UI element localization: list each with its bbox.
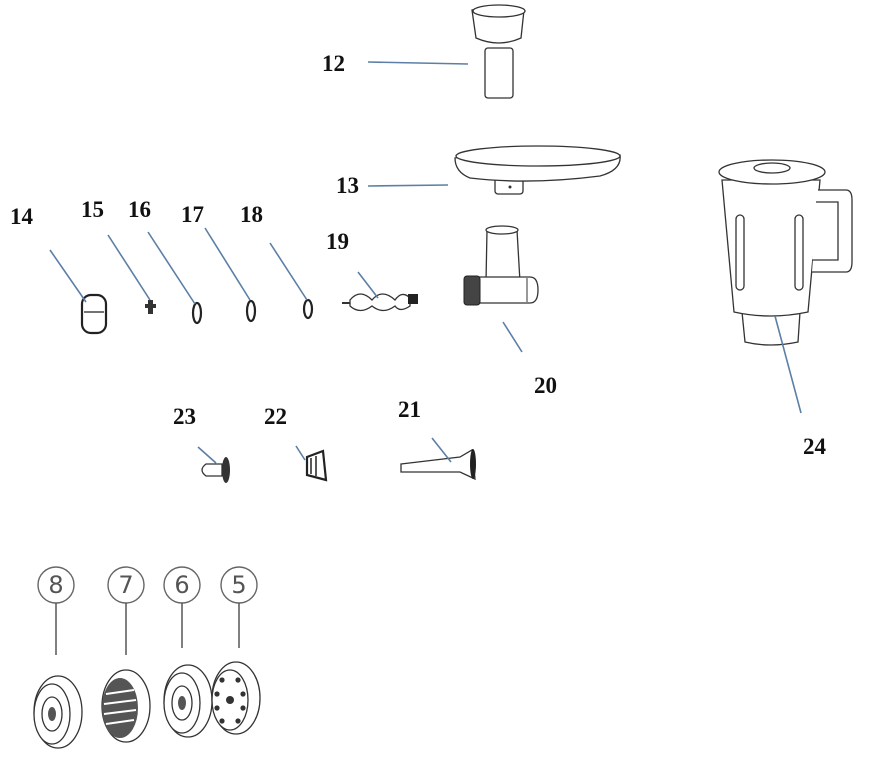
callout-label-14: 14 (10, 204, 33, 229)
leader-line-23 (197, 446, 217, 464)
circled-label-7: 7 (118, 571, 134, 599)
leader-line-15 (107, 234, 151, 301)
callout-label-24: 24 (803, 434, 826, 459)
part-24-blender-jar (718, 159, 853, 346)
part-8-disc (33, 675, 83, 749)
leader-line-17 (204, 227, 251, 301)
callout-label-19: 19 (326, 229, 349, 254)
part-5-perforated-disc (211, 661, 261, 735)
leader-line-21 (431, 437, 452, 463)
part-19-auger (342, 293, 418, 312)
callout-label-16: 16 (128, 197, 151, 222)
part-13-tray (454, 145, 621, 195)
callout-label-23: 23 (173, 404, 196, 429)
part-12-food-pusher (471, 4, 526, 99)
part-22-adapter (305, 449, 328, 482)
callout-label-21: 21 (398, 397, 421, 422)
callout-label-18: 18 (240, 202, 263, 227)
leader-line-22 (295, 445, 306, 461)
part-20-grinder-housing (463, 225, 539, 306)
leader-line-18 (269, 242, 308, 301)
part-15-small-part (145, 300, 156, 314)
part-23-kibbe-attachment (201, 457, 230, 483)
callout-label-13: 13 (336, 173, 359, 198)
part-7-disc (101, 669, 151, 743)
callout-label-15: 15 (81, 197, 104, 222)
circled-label-5-marker (220, 566, 258, 648)
leader-line-19 (357, 271, 379, 299)
leader-line-14 (49, 249, 87, 303)
callout-label-12: 12 (322, 51, 345, 76)
part-6-disc (163, 664, 213, 738)
callout-label-17: 17 (181, 202, 204, 227)
circled-label-7-marker (107, 566, 145, 655)
leader-line-16 (147, 231, 196, 305)
circled-label-6-marker (163, 566, 201, 648)
part-21-nozzle (400, 448, 476, 481)
part-16-disc (191, 301, 203, 325)
leader-line-20 (502, 321, 523, 353)
part-17-disc (245, 299, 257, 323)
circled-label-8-marker (37, 566, 75, 655)
leader-line-24 (774, 315, 802, 414)
circled-label-8: 8 (48, 571, 64, 599)
callout-label-22: 22 (264, 404, 287, 429)
part-14-ring (80, 293, 108, 335)
part-18-disc (302, 298, 314, 320)
circled-label-6: 6 (174, 571, 190, 599)
callout-label-20: 20 (534, 373, 557, 398)
circled-label-5: 5 (231, 571, 247, 599)
leader-line-12 (367, 61, 469, 65)
leader-line-13 (367, 184, 449, 187)
